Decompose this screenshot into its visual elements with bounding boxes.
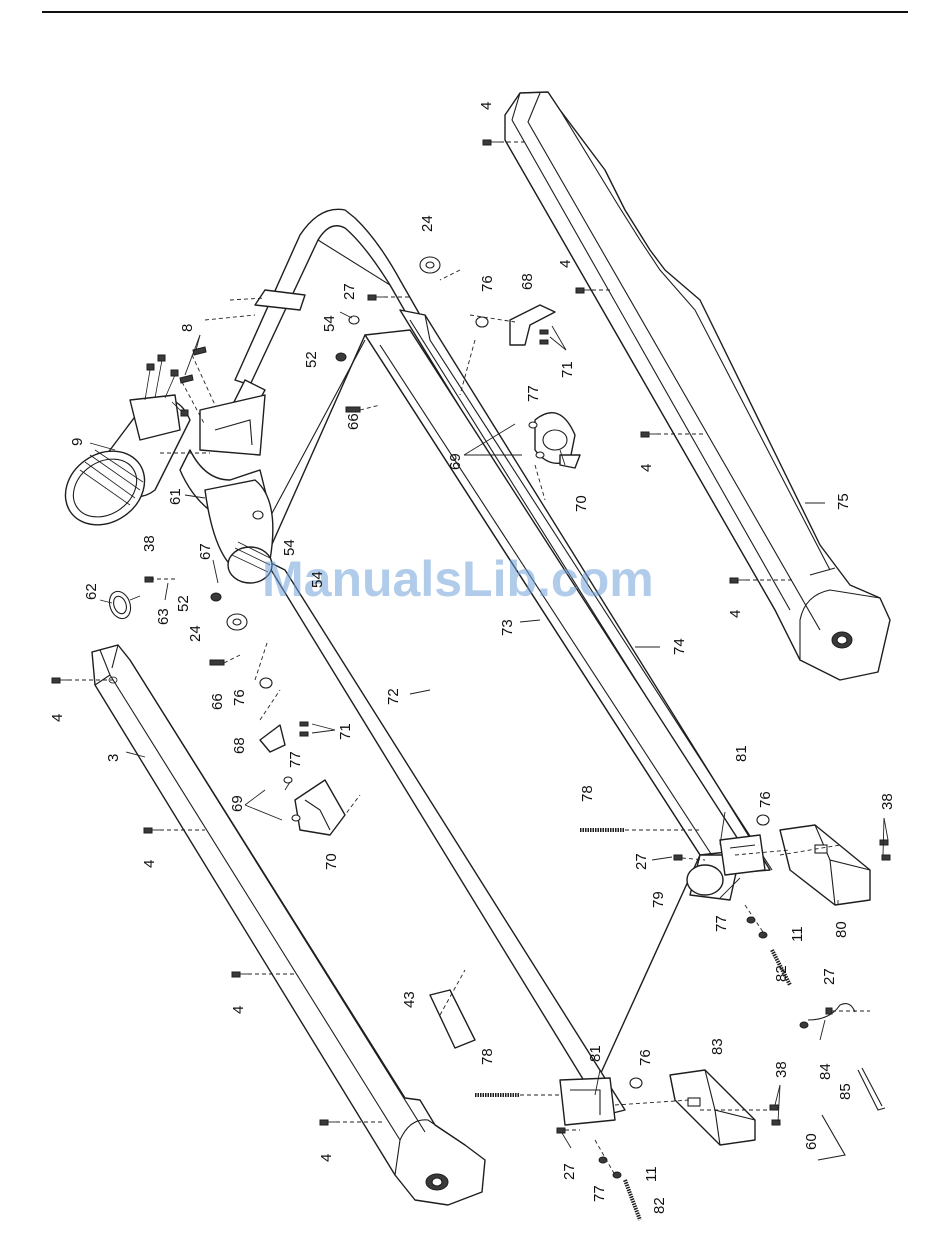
callout-61: 61 (167, 488, 184, 505)
callout-77: 77 (525, 385, 542, 402)
callout-4: 4 (49, 714, 66, 722)
callout-69: 69 (229, 795, 246, 812)
callout-27: 27 (821, 968, 838, 985)
callout-9: 9 (69, 438, 86, 446)
callout-4: 4 (478, 102, 495, 110)
callout-66: 66 (345, 413, 362, 430)
upper-bracket-68 (510, 305, 555, 345)
decal-43 (430, 990, 475, 1048)
callout-66: 66 (209, 693, 226, 710)
callout-27: 27 (341, 283, 358, 300)
callout-76: 76 (231, 689, 248, 706)
callout-43: 43 (401, 991, 418, 1008)
drive-motor (51, 355, 190, 540)
callout-68: 68 (519, 273, 536, 290)
lower-isolator (295, 780, 345, 835)
rear-roller (687, 865, 723, 895)
callout-78: 78 (579, 785, 596, 802)
callout-54: 54 (321, 315, 338, 332)
callout-4: 4 (141, 860, 158, 868)
callout-27: 27 (561, 1163, 578, 1180)
callout-4: 4 (230, 1006, 247, 1014)
callout-84: 84 (817, 1063, 834, 1080)
callout-69: 69 (447, 453, 464, 470)
lower-bracket-68 (260, 725, 285, 752)
callout-63: 63 (155, 608, 172, 625)
callout-4: 4 (638, 464, 655, 472)
callout-54: 54 (281, 539, 298, 556)
callout-76: 76 (637, 1049, 654, 1066)
callout-38: 38 (879, 793, 896, 810)
callout-52: 52 (303, 351, 320, 368)
rear-cover-80 (780, 825, 870, 905)
callout-62: 62 (83, 583, 100, 600)
callout-78: 78 (479, 1048, 496, 1065)
callout-70: 70 (573, 495, 590, 512)
callout-24: 24 (419, 215, 436, 232)
callout-68: 68 (231, 737, 248, 754)
callout-76: 76 (479, 275, 496, 292)
callout-71: 71 (337, 723, 354, 740)
callout-24: 24 (187, 625, 204, 642)
callout-81: 81 (587, 1045, 604, 1062)
callout-8: 8 (179, 324, 196, 332)
callout-72: 72 (385, 688, 402, 705)
callout-77: 77 (287, 751, 304, 768)
callout-4: 4 (318, 1154, 335, 1162)
callout-75: 75 (835, 493, 852, 510)
callout-38: 38 (773, 1061, 790, 1078)
callout-71: 71 (559, 361, 576, 378)
callout-81: 81 (733, 745, 750, 762)
callout-11: 11 (643, 1166, 660, 1182)
callout-82: 82 (773, 965, 790, 982)
callout-83: 83 (709, 1038, 726, 1055)
callout-77: 77 (713, 915, 730, 932)
callout-76: 76 (757, 791, 774, 808)
callout-70: 70 (323, 853, 340, 870)
callout-52: 52 (175, 595, 192, 612)
rear-cover-83 (670, 1070, 755, 1145)
callout-27: 27 (633, 853, 650, 870)
callout-67: 67 (197, 543, 214, 560)
callout-74: 74 (671, 638, 688, 655)
callout-79: 79 (650, 891, 667, 908)
callout-54: 54 (309, 571, 326, 588)
callout-4: 4 (727, 610, 744, 618)
callout-85: 85 (837, 1083, 854, 1100)
upper-isolator (535, 413, 580, 468)
callout-77: 77 (591, 1185, 608, 1202)
callout-82: 82 (651, 1197, 668, 1214)
callout-80: 80 (833, 921, 850, 938)
callout-38: 38 (141, 535, 158, 552)
callout-60: 60 (803, 1133, 820, 1150)
callout-73: 73 (499, 619, 516, 636)
callout-11: 11 (789, 926, 806, 942)
callout-3: 3 (105, 754, 122, 762)
callout-4: 4 (557, 260, 574, 268)
